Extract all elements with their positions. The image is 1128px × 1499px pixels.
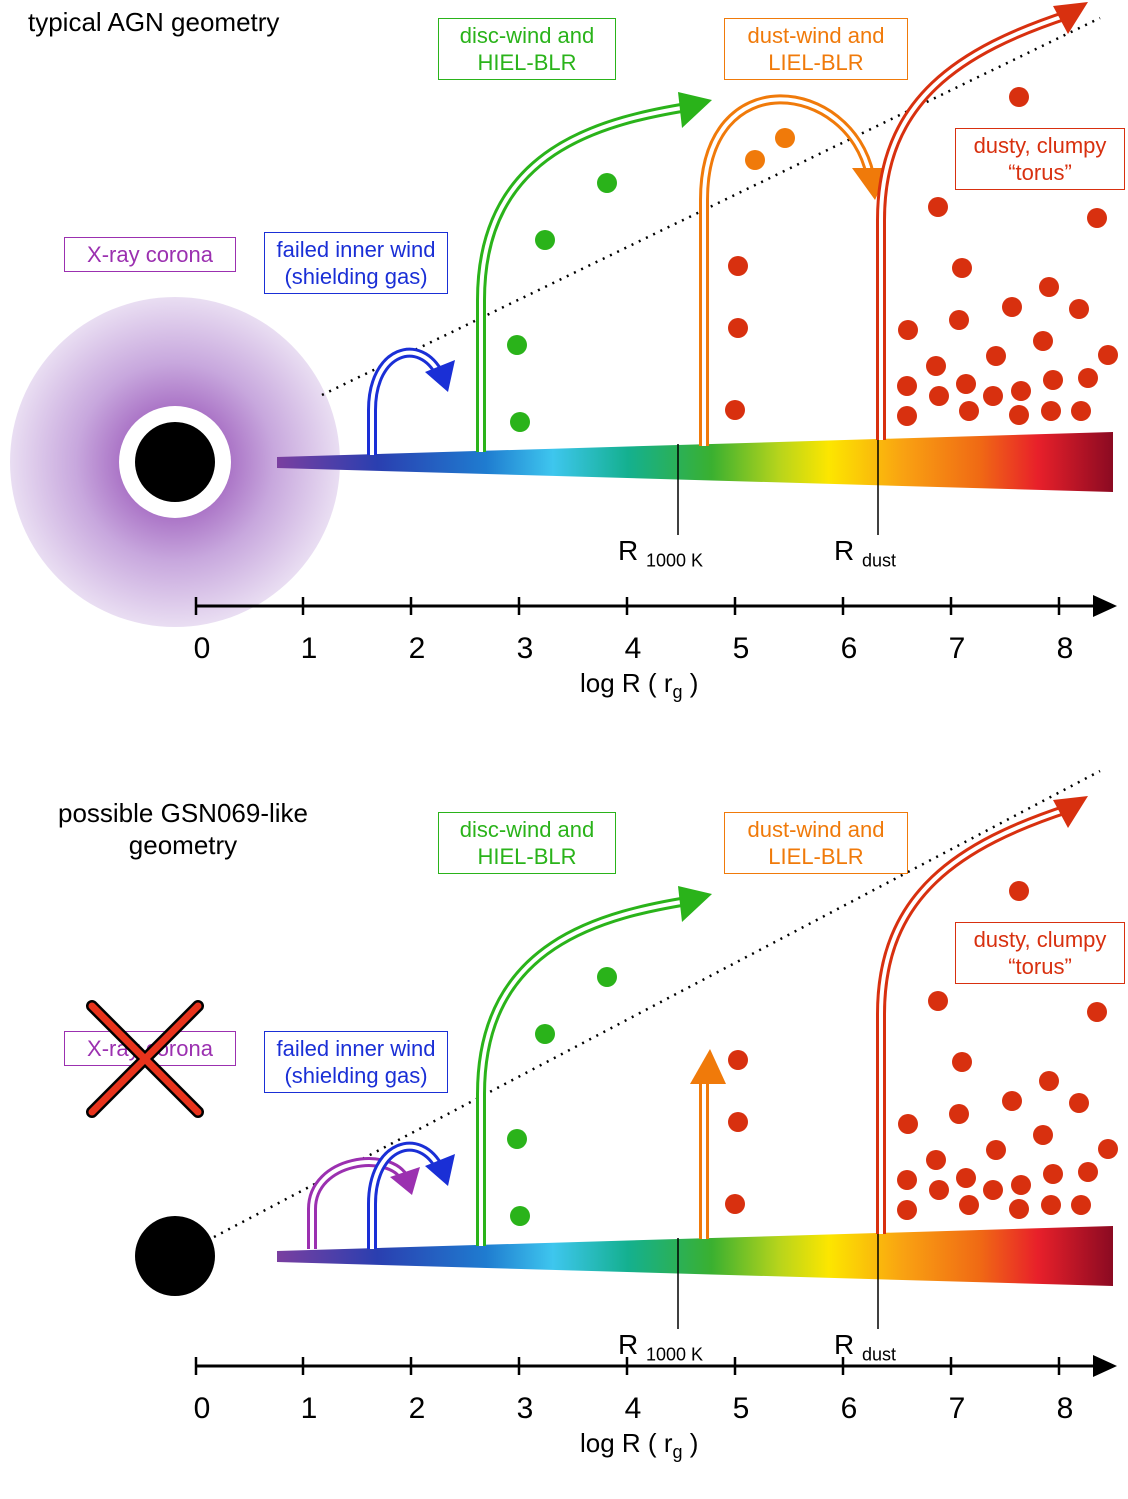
tick-label: 8: [1056, 632, 1074, 665]
cross-out-mark: [86, 1000, 204, 1118]
axis-label-close: ): [689, 1428, 699, 1458]
dust-cloud: [745, 150, 765, 170]
dust-cloud: [725, 400, 745, 420]
dust-wind-arrow: [699, 94, 875, 446]
failed-wind-label: failed inner wind (shielding gas): [264, 232, 448, 294]
tick-label: 7: [948, 632, 966, 665]
blr-cloud: [510, 412, 530, 432]
x-axis-title: log R ( rg ): [580, 668, 698, 703]
tick-label: 0: [193, 632, 211, 665]
tick-label: 4: [624, 1392, 642, 1425]
x-axis-arrowhead: [1093, 595, 1117, 617]
disc-wind-arrow: [476, 100, 701, 452]
tick-label: 1: [300, 632, 318, 665]
x-axis-ticks: [194, 597, 1061, 615]
torus-label: dusty, clumpy “torus”: [955, 128, 1125, 190]
r1000-subscript: 1000 K: [646, 550, 704, 571]
r1000-label: R 1000 K: [618, 535, 703, 572]
rdust-subscript: dust: [862, 550, 897, 571]
torus-label: dusty, clumpy “torus”: [955, 922, 1125, 984]
black-hole: [135, 422, 215, 502]
panel-typical-agn: typical AGN geometry X-ray corona failed…: [10, 2, 1125, 703]
tick-label: 5: [732, 632, 750, 665]
blr-cloud: [597, 967, 617, 987]
panel-title: typical AGN geometry: [28, 7, 280, 37]
r1000-symbol: R: [618, 535, 639, 566]
tick-label: 5: [732, 1392, 750, 1425]
panel-gsn069-diagram: [135, 769, 1118, 1377]
dust-wind-label: dust-wind and LIEL-BLR: [724, 812, 908, 874]
axis-label-close: ): [689, 668, 699, 698]
r1000-symbol: R: [618, 1329, 639, 1360]
accretion-disc: [277, 1226, 1113, 1286]
torus-wind-arrow: [876, 9, 1072, 440]
axis-label-r: r: [663, 668, 673, 698]
dust-cloud: [728, 318, 748, 338]
disc-wind-arrow: [476, 894, 701, 1246]
rdust-label: R dust: [834, 535, 896, 572]
x-axis-arrowhead: [1093, 1355, 1117, 1377]
tick-label: 3: [516, 1392, 534, 1425]
x-axis-ticks: [194, 1357, 1061, 1375]
axis-label-r: r: [663, 1428, 673, 1458]
panel-typical-agn-diagram: [10, 2, 1118, 627]
disc-wind-label: disc-wind and HIEL-BLR: [438, 812, 616, 874]
torus-clumps: [897, 881, 1118, 1220]
blr-cloud: [535, 230, 555, 250]
blr-cloud: [510, 1206, 530, 1226]
rdust-subscript: dust: [862, 1344, 897, 1365]
axis-label-sub: g: [672, 682, 683, 703]
blr-cloud: [597, 173, 617, 193]
tick-label: 6: [840, 1392, 858, 1425]
tick-label: 1: [300, 1392, 318, 1425]
dust-cloud: [725, 1194, 745, 1214]
black-hole: [135, 1216, 215, 1296]
r1000-label: R 1000 K: [618, 1329, 703, 1366]
sightline-dotted: [321, 16, 1101, 397]
axis-label-main: log R (: [580, 668, 657, 698]
axis-label-sub: g: [672, 1442, 683, 1463]
disc-wind-label: disc-wind and HIEL-BLR: [438, 18, 616, 80]
panel-gsn069: possible GSN069-like geometry X-ray coro…: [0, 749, 1128, 1499]
tick-label: 8: [1056, 1392, 1074, 1425]
corona-label: X-ray corona: [64, 237, 236, 272]
accretion-disc: [277, 432, 1113, 492]
dust-cloud: [728, 256, 748, 276]
tick-label: 7: [948, 1392, 966, 1425]
dust-cloud: [728, 1050, 748, 1070]
tick-label: 4: [624, 632, 642, 665]
dust-cloud: [728, 1112, 748, 1132]
dust-wind-label: dust-wind and LIEL-BLR: [724, 18, 908, 80]
rdust-symbol: R: [834, 1329, 855, 1360]
tick-label: 2: [408, 1392, 426, 1425]
x-axis-title: log R ( rg ): [580, 1428, 698, 1463]
tick-label: 2: [408, 632, 426, 665]
dust-cloud: [775, 128, 795, 148]
blr-cloud: [507, 1129, 527, 1149]
tick-label: 0: [193, 1392, 211, 1425]
tick-label: 6: [840, 632, 858, 665]
rdust-label: R dust: [834, 1329, 896, 1366]
rdust-symbol: R: [834, 535, 855, 566]
panel-title: possible GSN069-like geometry: [57, 798, 308, 860]
failed-wind-label: failed inner wind (shielding gas): [264, 1031, 448, 1093]
blr-cloud: [535, 1024, 555, 1044]
axis-label-main: log R (: [580, 1428, 657, 1458]
tick-label: 3: [516, 632, 534, 665]
torus-clumps: [897, 87, 1118, 426]
r1000-subscript: 1000 K: [646, 1344, 704, 1365]
blr-cloud: [507, 335, 527, 355]
